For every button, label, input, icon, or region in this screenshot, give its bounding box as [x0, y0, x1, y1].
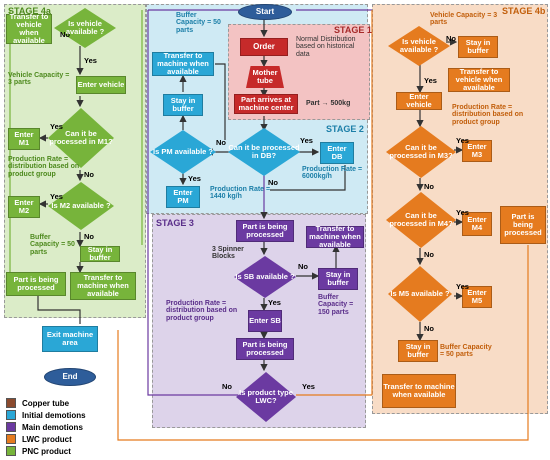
label-no: No: [446, 34, 456, 43]
label-yes: Yes: [84, 56, 97, 65]
db-rate-note: Production Rate = 6000kg/h: [302, 166, 363, 181]
stage4a-being-processed: Part is being processed: [6, 272, 66, 296]
stage4b-transfer-vehicle: Transfer to vehicle when available: [448, 68, 510, 92]
pm-rate-note: Production Rate = 1440 kg/h: [210, 186, 271, 201]
stage3-title: STAGE 3: [156, 218, 194, 228]
stage4a-rate-note: Production Rate = distribution based on …: [8, 156, 80, 178]
legend-swatch: [6, 422, 16, 432]
legend-lwc: LWC product: [6, 434, 72, 444]
enter-sb-box: Enter SB: [248, 310, 282, 332]
enter-m3-box: Enter M3: [462, 140, 492, 162]
stage4b-transfer-machine: Transfer to machine when available: [382, 374, 456, 408]
label-yes: Yes: [50, 122, 63, 131]
stage2-title: STAGE 2: [326, 124, 364, 134]
stage4a-transfer-vehicle: Transfer to vehicle when available: [6, 13, 52, 44]
label-no: No: [84, 232, 94, 241]
legend-swatch: [6, 434, 16, 444]
legend-swatch: [6, 446, 16, 456]
legend-initial: Initial demotions: [6, 410, 86, 420]
label-yes: Yes: [300, 136, 313, 145]
legend-copper: Copper tube: [6, 398, 69, 408]
stage4b-buffer-note: Buffer Capacity = 50 parts: [440, 344, 492, 359]
label-yes: Yes: [456, 208, 469, 217]
stage4b-vehicle-cap: Vehicle Capacity = 3 parts: [430, 12, 498, 27]
label-no: No: [84, 170, 94, 179]
can-process-m4-decision: Can it be processed in M4?: [386, 192, 456, 248]
is-m5-available-decision: Is M5 available ?: [388, 266, 452, 322]
stage3-buffer-note: Buffer Capacity = 150 parts: [318, 294, 354, 316]
stage2-transfer-box: Transfer to machine when available: [152, 52, 214, 76]
mother-tube-box: Mother tube: [246, 66, 284, 88]
stage2-buffer-note: Buffer Capacity = 50 parts: [176, 12, 221, 34]
is-sb-available-decision: Is SB available ?: [234, 256, 296, 298]
legend-pnc: PNC product: [6, 446, 71, 456]
stage3-being-processed-2: Part is being processed: [236, 338, 294, 360]
stage4b-enter-vehicle: Enter vehicle: [396, 92, 442, 110]
stage1-title: STAGE 1: [334, 25, 372, 35]
label-no: No: [268, 178, 278, 187]
end-terminator: End: [44, 368, 96, 386]
is-m2-available-decision: Is M2 available ?: [48, 182, 114, 230]
stage4b-title: STAGE 4b: [502, 6, 546, 16]
stage4a-transfer-machine: Transfer to machine when available: [70, 272, 136, 300]
stage4b-being-processed: Part is being processed: [500, 206, 546, 244]
enter-pm-box: Enter PM: [166, 186, 200, 208]
label-no: No: [424, 324, 434, 333]
can-process-m3-decision: Can it be processed in M3?: [386, 126, 456, 178]
stage4a-vehicle-cap: Vehicle Capacity = 3 parts: [8, 72, 70, 87]
label-no: No: [424, 182, 434, 191]
legend-swatch: [6, 398, 16, 408]
can-process-db-decision: Can it be processed in DB?: [228, 128, 300, 176]
label-yes: Yes: [188, 174, 201, 183]
enter-m2-box: Enter M2: [8, 196, 40, 218]
is-lwc-decision: Is product type LWC?: [236, 372, 296, 422]
stage4b-rate-note: Production Rate = distribution based on …: [452, 104, 524, 126]
stage3-transfer-box: Transfer to machine when available: [306, 225, 364, 248]
stage3-being-processed-1: Part is being processed: [236, 220, 294, 242]
stage4a-enter-vehicle: Enter vehicle: [76, 76, 126, 94]
enter-m5-box: Enter M5: [462, 286, 492, 308]
is-pm-available-decision: Is PM available ?: [150, 130, 216, 174]
enter-db-box: Enter DB: [320, 142, 354, 164]
enter-m4-box: Enter M4: [462, 212, 492, 236]
label-no: No: [222, 382, 232, 391]
stage4b-stay-top: Stay in buffer: [458, 36, 498, 58]
stage4a-buffer-note: Buffer Capacity = 50 parts: [30, 234, 75, 256]
start-terminator: Start: [238, 4, 292, 20]
stage3-stay-buffer: Stay in buffer: [318, 268, 358, 290]
spinner-blocks-note: 3 Spinner Blocks: [212, 246, 244, 261]
label-no: No: [60, 30, 70, 39]
label-yes: Yes: [50, 192, 63, 201]
label-yes: Yes: [424, 76, 437, 85]
can-process-m1-decision: Can it be processed in M1?: [48, 108, 114, 168]
label-yes: Yes: [302, 382, 315, 391]
enter-m1-box: Enter M1: [8, 128, 40, 150]
label-no: No: [216, 138, 226, 147]
stage2-stay-buffer: Stay in buffer: [163, 94, 203, 116]
legend-main: Main demotions: [6, 422, 83, 432]
exit-machine-area: Exit machine area: [42, 326, 98, 352]
stage4a-stay-buffer: Stay in buffer: [80, 246, 120, 262]
stage4b-vehicle-decision: Is vehicle available ?: [388, 26, 450, 66]
label-yes: Yes: [268, 298, 281, 307]
part-arrives-box: Part arrives at machine center: [234, 94, 298, 114]
distribution-note: Normal Distribution based on historical …: [296, 36, 356, 58]
stage3-rate-note: Production Rate = distribution based on …: [166, 300, 238, 322]
label-yes: Yes: [456, 136, 469, 145]
stage4a-vehicle-decision: Is vehicle available ?: [54, 8, 116, 48]
stage4a-title: STAGE 4a: [8, 6, 51, 16]
stage4b-stay-buffer: Stay in buffer: [398, 340, 438, 362]
label-no: No: [298, 262, 308, 271]
legend-swatch: [6, 410, 16, 420]
label-no: No: [424, 250, 434, 259]
label-yes: Yes: [456, 282, 469, 291]
part-weight-note: Part → 500kg: [306, 100, 351, 107]
order-box: Order: [240, 38, 288, 56]
